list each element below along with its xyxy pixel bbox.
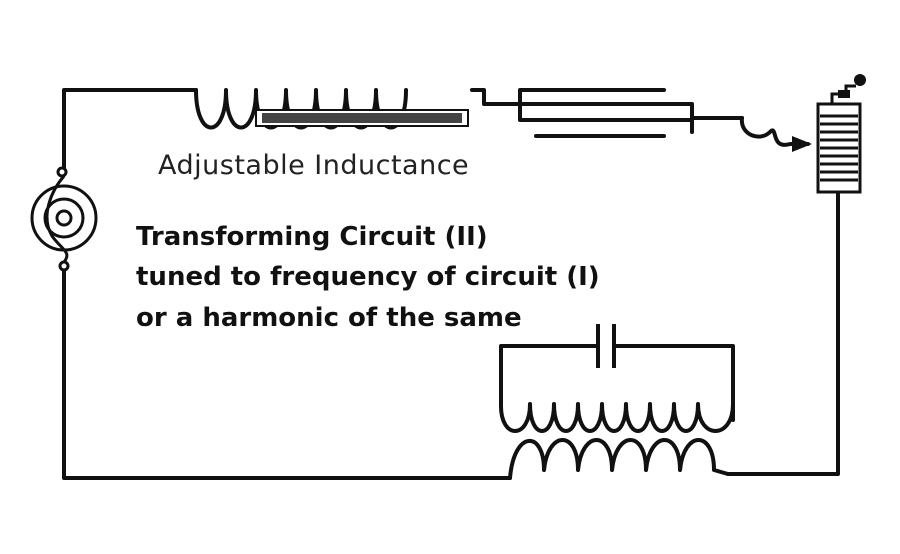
- capacitor-right-wire: [612, 344, 735, 422]
- arrow-head: [792, 136, 812, 152]
- generator-terminal-top: [56, 166, 68, 178]
- inductance-core-rod: [255, 109, 469, 127]
- caption-line-3: or a harmonic of the same: [136, 303, 522, 333]
- wire-bottom-right: [726, 190, 840, 476]
- generator-terminal-bottom: [58, 260, 70, 272]
- generator-outer: [30, 184, 98, 252]
- spark-lead: [739, 116, 810, 147]
- primary-coil: [508, 438, 730, 480]
- induction-coil-device: [816, 74, 866, 194]
- adjustable-inductance-label: Adjustable Inductance: [158, 150, 470, 181]
- wire-left-bottom: [62, 268, 512, 480]
- generator-inner: [43, 197, 85, 239]
- secondary-coil: [498, 402, 735, 433]
- generator-core: [55, 209, 73, 227]
- adjustable-inductance-coil: [194, 88, 408, 130]
- capacitor-plates: [596, 324, 616, 368]
- caption-line-2: tuned to frequency of circuit (I): [136, 262, 600, 292]
- condenser-tube: [518, 88, 694, 138]
- wire-top-middle: [470, 88, 520, 106]
- capacitor-left-wire: [499, 344, 600, 406]
- generator-brush: [45, 175, 69, 263]
- caption-line-1: Transforming Circuit (II): [136, 222, 488, 252]
- wire-top-left: [62, 88, 198, 170]
